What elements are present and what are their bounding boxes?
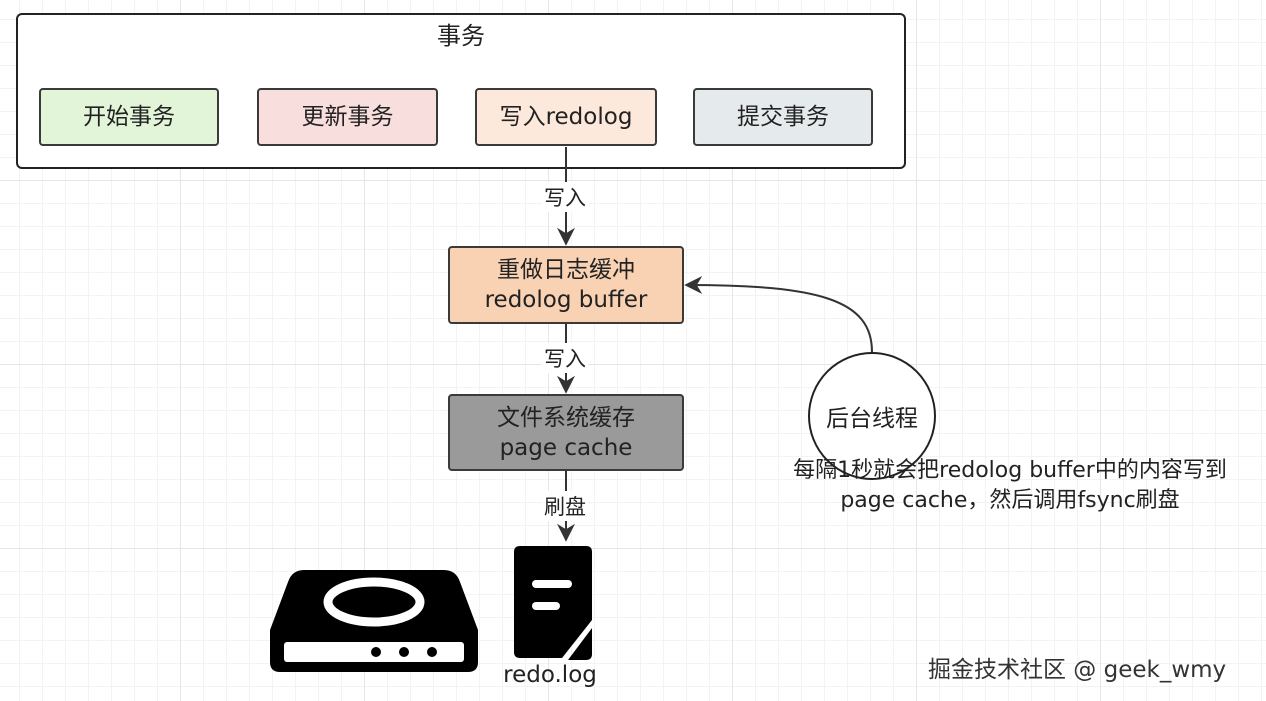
file-name-label: redo.log <box>503 662 597 688</box>
page-cache-line1: 文件系统缓存 <box>497 404 635 431</box>
redo-buffer-line2: redolog buffer <box>484 287 648 313</box>
hard-drive-icon <box>270 570 478 672</box>
redo-log-buffer: 重做日志缓冲 redolog buffer <box>448 246 684 324</box>
watermark: 掘金技术社区 @ geek_wmy <box>928 657 1227 683</box>
page-cache: 文件系统缓存 page cache <box>448 394 684 471</box>
step-write-redolog: 写入redolog <box>475 88 657 146</box>
flush-note: 每隔1秒就会把redolog buffer中的内容写到 page cache，然… <box>760 456 1260 516</box>
step-start-transaction: 开始事务 <box>39 88 219 146</box>
note-line1: 每隔1秒就会把redolog buffer中的内容写到 <box>793 458 1227 483</box>
step-commit-transaction: 提交事务 <box>693 88 873 146</box>
background-thread: 后台线程 <box>808 352 936 480</box>
edge-label-write-2: 写入 <box>542 343 588 373</box>
note-line2: page cache，然后调用fsync刷盘 <box>840 488 1180 513</box>
document-file-icon <box>514 546 592 660</box>
redo-buffer-line1: 重做日志缓冲 <box>497 257 635 283</box>
step-update-transaction: 更新事务 <box>257 88 438 146</box>
edge-label-flush: 刷盘 <box>542 491 588 521</box>
group-title: 事务 <box>437 22 485 50</box>
page-cache-line2: page cache <box>499 434 633 461</box>
arrow-thread-to-buffer <box>684 276 873 353</box>
edge-label-write-1: 写入 <box>542 182 588 212</box>
